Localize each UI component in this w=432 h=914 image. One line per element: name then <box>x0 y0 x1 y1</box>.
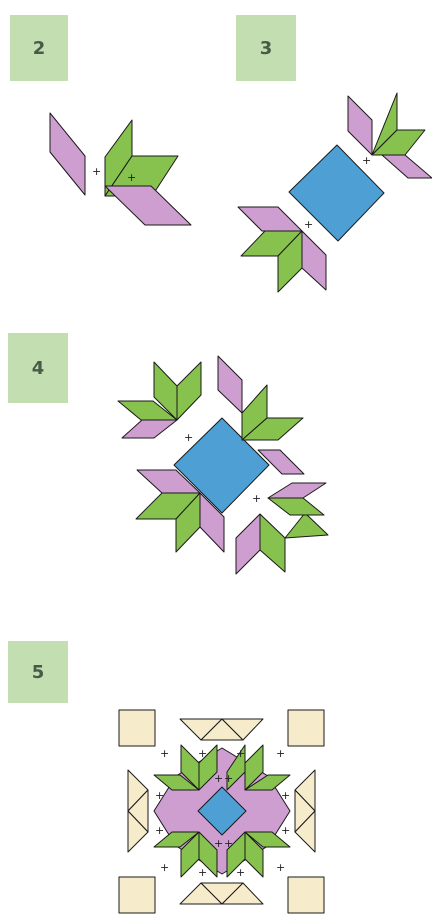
step-4-plus-top: + <box>184 431 193 444</box>
step-3-pink-top-2 <box>382 155 432 178</box>
step-3-plus-bottom: + <box>304 218 313 231</box>
step-5-corner-square-br <box>288 877 324 913</box>
step-5-plus-13: + <box>214 772 223 785</box>
step-5-plus-5: + <box>160 861 169 874</box>
step-4-pink-se-1 <box>236 514 260 574</box>
step-3-pink-bottom-1 <box>238 207 302 231</box>
step-2-plus-bottom: + <box>127 171 136 184</box>
step-5-plus-1: + <box>160 747 169 760</box>
step-3-plus-top: + <box>362 154 371 167</box>
step-5-plus-7: + <box>236 866 245 879</box>
step-5-plus-16: + <box>224 837 233 850</box>
step-5-plus-9: + <box>155 789 164 802</box>
step-4-plus-bottom: + <box>252 492 261 505</box>
step-5-plus-10: + <box>155 824 164 837</box>
step-5-plus-6: + <box>198 866 207 879</box>
step-4-green-nw-2 <box>177 362 201 420</box>
step-4-pink-nw <box>122 420 177 438</box>
step-5-plus-14: + <box>224 772 233 785</box>
step-4-illustration: + + <box>118 356 328 574</box>
step-3-pink-top-1 <box>348 96 372 155</box>
step-5-plus-3: + <box>236 747 245 760</box>
step-5-plus-4: + <box>276 747 285 760</box>
step-5-plus-11: + <box>281 789 290 802</box>
step-3-pink-bottom-2 <box>302 231 326 290</box>
step-5-plus-12: + <box>281 824 290 837</box>
step-5-plus-8: + <box>276 861 285 874</box>
step-4-green-se-3 <box>268 498 324 515</box>
step-4-green-se-1 <box>260 514 285 572</box>
step-3-illustration: + + <box>238 93 432 292</box>
step-2-pink-rhombus-bottom <box>105 186 191 225</box>
step-5-plus-2: + <box>198 747 207 760</box>
step-2-plus-left: + <box>92 165 101 178</box>
step-5-plus-15: + <box>214 837 223 850</box>
step-5-corner-square-bl <box>119 877 155 913</box>
step-5-illustration: + + + + + + + + + + + + + + + + <box>119 710 324 913</box>
step-4-pink-se-2 <box>268 483 326 498</box>
step-5-corner-square-tr <box>288 710 324 746</box>
step-5-corner-square-tl <box>119 710 155 746</box>
step-4-green-se-2 <box>285 513 328 538</box>
step-2-pink-rhombus-left <box>50 113 85 195</box>
step-4-pink-ne-1 <box>218 356 242 413</box>
step-2-illustration: + + <box>50 113 191 225</box>
